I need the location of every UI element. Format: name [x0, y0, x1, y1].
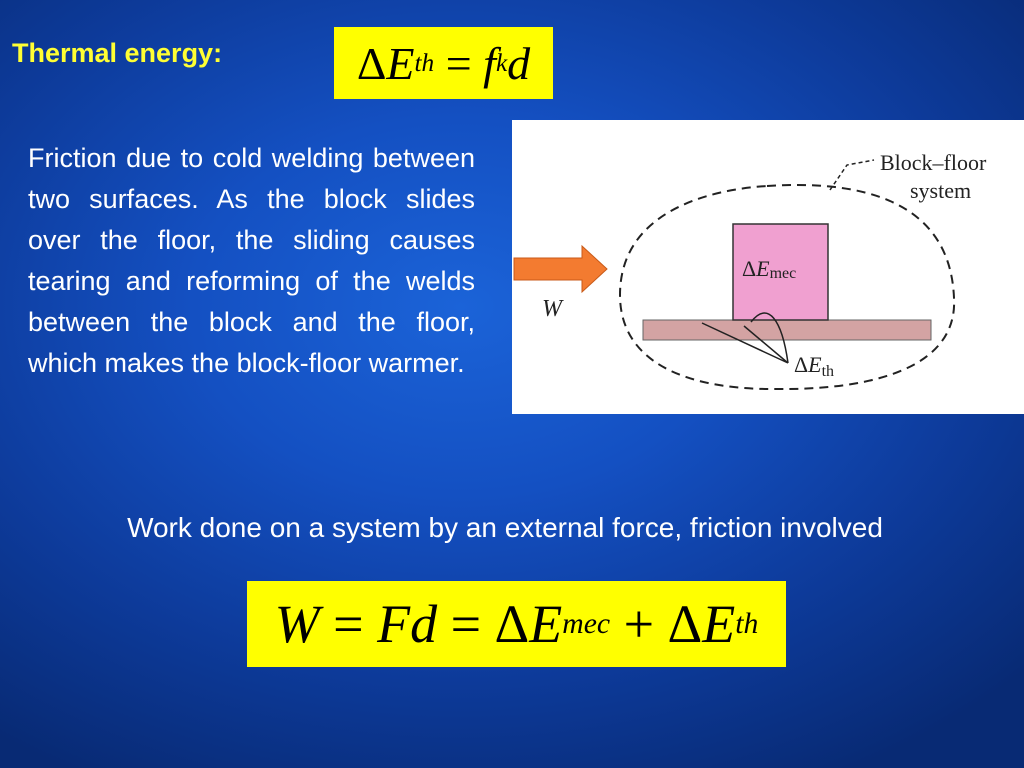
kinetic-subscript: k: [495, 48, 508, 77]
energy-variable-1: E: [529, 594, 563, 654]
explanation-paragraph: Friction due to cold welding between two…: [28, 143, 475, 378]
mec-var: E: [755, 256, 770, 281]
mec-label: ΔEmec: [742, 256, 796, 282]
floor: [642, 319, 932, 341]
th-sub: th: [822, 363, 834, 380]
mec-sub: mec: [770, 265, 797, 282]
delta-symbol: Δ: [356, 37, 387, 89]
work-variable: W: [274, 594, 320, 654]
energy-variable: E: [386, 37, 415, 89]
system-boundary: [618, 183, 956, 391]
delta-symbol-2: Δ: [667, 594, 703, 654]
equals-sign-2: =: [450, 594, 482, 654]
th-delta: Δ: [794, 352, 808, 377]
energy-variable-2: E: [702, 594, 736, 654]
system-leader-line: [829, 159, 875, 191]
diagram-svg: Block–floor system W ΔEmec ΔEth: [513, 150, 987, 391]
delta-symbol-1: Δ: [494, 594, 530, 654]
force-distance: Fd: [377, 594, 438, 654]
friction-variable: f: [483, 37, 496, 89]
distance-variable: d: [507, 37, 531, 89]
mec-delta: Δ: [742, 256, 756, 281]
thermal-subscript-2: th: [735, 607, 759, 640]
work-label: W: [542, 296, 564, 322]
plus-sign: +: [623, 594, 655, 654]
mechanical-subscript: mec: [562, 607, 611, 640]
equals-sign-1: =: [333, 594, 364, 654]
system-label-line2: system: [910, 178, 971, 203]
th-leader-lines: [701, 312, 789, 364]
equals-sign: =: [445, 37, 472, 89]
thermal-subscript: th: [414, 48, 435, 77]
section-heading: Thermal energy:: [12, 38, 223, 68]
work-arrow: [513, 244, 608, 294]
block-floor-diagram: Block–floor system W ΔEmec ΔEth: [512, 120, 1024, 414]
block: [732, 223, 829, 321]
th-label: ΔEth: [794, 352, 834, 380]
work-caption: Work done on a system by an external for…: [127, 512, 883, 543]
th-var: E: [807, 352, 822, 377]
system-label-line1: Block–floor: [880, 150, 987, 175]
